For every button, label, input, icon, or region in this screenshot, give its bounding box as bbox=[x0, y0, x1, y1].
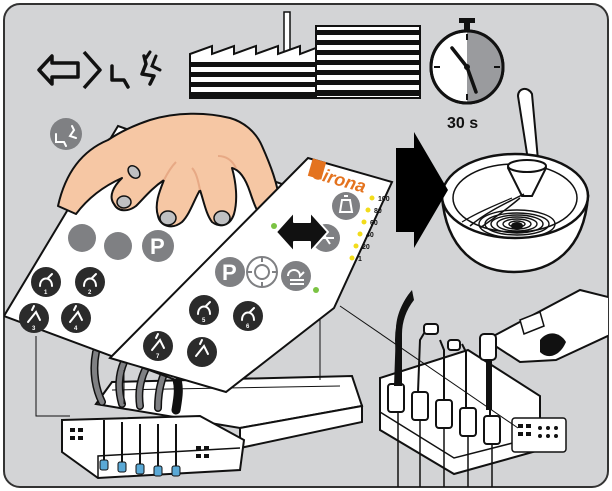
dental-unit-base bbox=[61, 348, 364, 480]
svg-text:1: 1 bbox=[44, 290, 48, 296]
lamp-key[interactable] bbox=[281, 261, 311, 291]
panel-key-2[interactable] bbox=[75, 267, 105, 297]
led-scale-label: 20 bbox=[362, 244, 370, 251]
instrument-arm-right bbox=[379, 288, 608, 487]
panel-key-1[interactable] bbox=[31, 267, 61, 297]
panel-key-8[interactable] bbox=[187, 337, 217, 367]
hand-illustration bbox=[57, 112, 282, 228]
arrow-to-bowl-icon bbox=[396, 132, 448, 248]
led-scale-label: 80 bbox=[374, 208, 382, 215]
panel-keys-left: 1 2 3 4 bbox=[19, 267, 105, 333]
svg-text:P: P bbox=[222, 260, 237, 285]
chair-recline-icon bbox=[110, 64, 130, 89]
back-arrow-icon bbox=[37, 50, 102, 90]
led-scale-label: 1 bbox=[358, 256, 362, 263]
program-key[interactable] bbox=[215, 257, 245, 287]
svg-text:4: 4 bbox=[74, 326, 78, 332]
panel-key-7[interactable] bbox=[143, 331, 173, 361]
svg-text:3: 3 bbox=[32, 326, 36, 332]
panel-keys-right: 5 6 7 bbox=[143, 295, 263, 367]
timer-label: 30 s bbox=[447, 115, 478, 132]
cuspidor-bowl-icon bbox=[440, 88, 590, 274]
operating-light-key[interactable] bbox=[246, 256, 278, 288]
svg-text:2: 2 bbox=[88, 290, 92, 296]
panel-key-5[interactable] bbox=[189, 295, 219, 325]
led-scale-label: 60 bbox=[370, 220, 378, 227]
panel-key-program[interactable] bbox=[142, 230, 174, 262]
panel-key-6[interactable] bbox=[233, 301, 263, 331]
svg-text:P: P bbox=[150, 234, 165, 259]
stopwatch-icon bbox=[429, 18, 505, 105]
panel-key-grey-1[interactable] bbox=[68, 224, 96, 252]
factory-icon bbox=[189, 11, 421, 99]
svg-text:6: 6 bbox=[246, 324, 250, 330]
svg-text:5: 5 bbox=[202, 318, 206, 324]
panel-key-4[interactable] bbox=[61, 303, 91, 333]
right-control-panel: sirona 100 80 60 40 20 1 bbox=[108, 156, 394, 394]
led-scale: 100 80 60 40 20 1 bbox=[349, 195, 390, 263]
svg-text:7: 7 bbox=[156, 354, 160, 360]
double-arrow-icon bbox=[275, 211, 329, 253]
status-led-green bbox=[313, 287, 319, 293]
status-led-green bbox=[271, 223, 277, 229]
panel-key-3[interactable] bbox=[19, 303, 49, 333]
panel-key-grey-2[interactable] bbox=[104, 232, 132, 260]
led-scale-label: 40 bbox=[366, 232, 374, 239]
chair-upright-icon bbox=[140, 50, 162, 86]
led-scale-label: 100 bbox=[378, 196, 390, 203]
